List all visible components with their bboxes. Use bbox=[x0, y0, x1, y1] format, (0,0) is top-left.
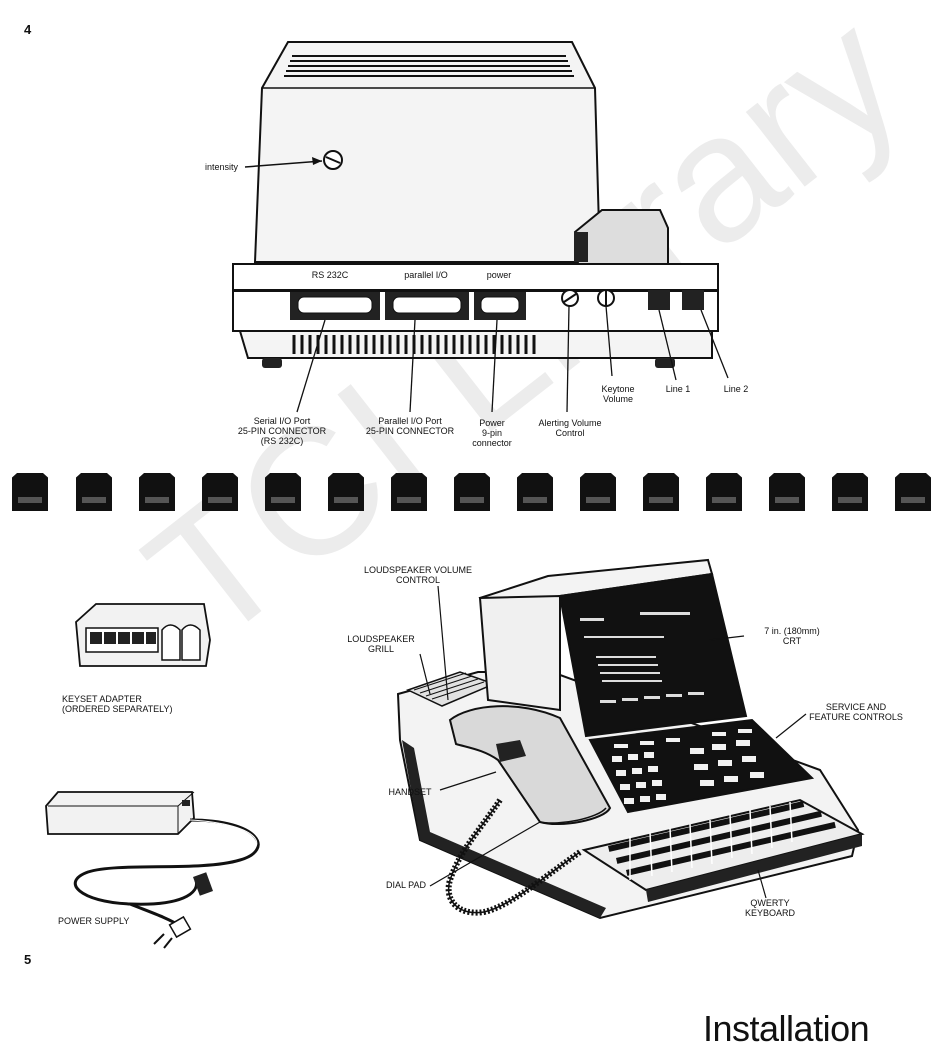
dial-pad-callout: DIAL PAD bbox=[385, 880, 426, 890]
divider-block bbox=[139, 473, 175, 511]
divider-block bbox=[391, 473, 427, 511]
crt-callout: 7 in. (180mm) CRT bbox=[764, 626, 820, 646]
line1-callout: Line 1 bbox=[665, 384, 691, 394]
keytone-volume-callout: Keytone Volume bbox=[601, 384, 635, 404]
divider-block bbox=[76, 473, 112, 511]
terminal-front-drawing bbox=[396, 558, 865, 920]
page-title: Installation bbox=[703, 1008, 870, 1049]
divider-block bbox=[580, 473, 616, 511]
loudspeaker-volume-callout: LOUDSPEAKER VOLUME CONTROL bbox=[363, 565, 473, 585]
divider-block bbox=[265, 473, 301, 511]
service-controls-callout: SERVICE AND FEATURE CONTROLS bbox=[809, 702, 903, 722]
keyset-adapter-callout: KEYSET ADAPTER (ORDERED SEPARATELY) bbox=[62, 694, 173, 714]
power-port-label: power bbox=[486, 270, 512, 280]
loudspeaker-grill-callout: LOUDSPEAKER GRILL bbox=[347, 634, 415, 654]
figure-4-number: 4 bbox=[24, 22, 32, 37]
intensity-label: intensity bbox=[204, 162, 238, 172]
parallel-port-label: parallel I/O bbox=[404, 270, 448, 280]
divider-block bbox=[895, 473, 931, 511]
line2-callout: Line 2 bbox=[723, 384, 749, 394]
divider-block bbox=[832, 473, 868, 511]
divider-block bbox=[643, 473, 679, 511]
serial-port-callout: Serial I/O Port 25-PIN CONNECTOR (RS 232… bbox=[237, 416, 327, 446]
qwerty-keyboard-callout: QWERTY KEYBOARD bbox=[744, 898, 795, 918]
divider-block bbox=[328, 473, 364, 511]
divider-block bbox=[202, 473, 238, 511]
parallel-port-callout: Parallel I/O Port 25-PIN CONNECTOR bbox=[365, 416, 455, 436]
handset-callout: HANDSET bbox=[388, 787, 432, 797]
divider-block bbox=[454, 473, 490, 511]
power-supply-callout: POWER SUPPLY bbox=[58, 916, 130, 926]
alerting-volume-callout: Alerting Volume Control bbox=[538, 418, 602, 438]
power-connector-callout: Power 9-pin connector bbox=[472, 418, 512, 448]
divider-block bbox=[12, 473, 48, 511]
divider-block bbox=[517, 473, 553, 511]
divider-block bbox=[706, 473, 742, 511]
divider-block bbox=[769, 473, 805, 511]
figure-5-number: 5 bbox=[24, 952, 32, 967]
rs232c-port-label: RS 232C bbox=[311, 270, 349, 280]
terminal-rear-illustration bbox=[232, 41, 729, 413]
